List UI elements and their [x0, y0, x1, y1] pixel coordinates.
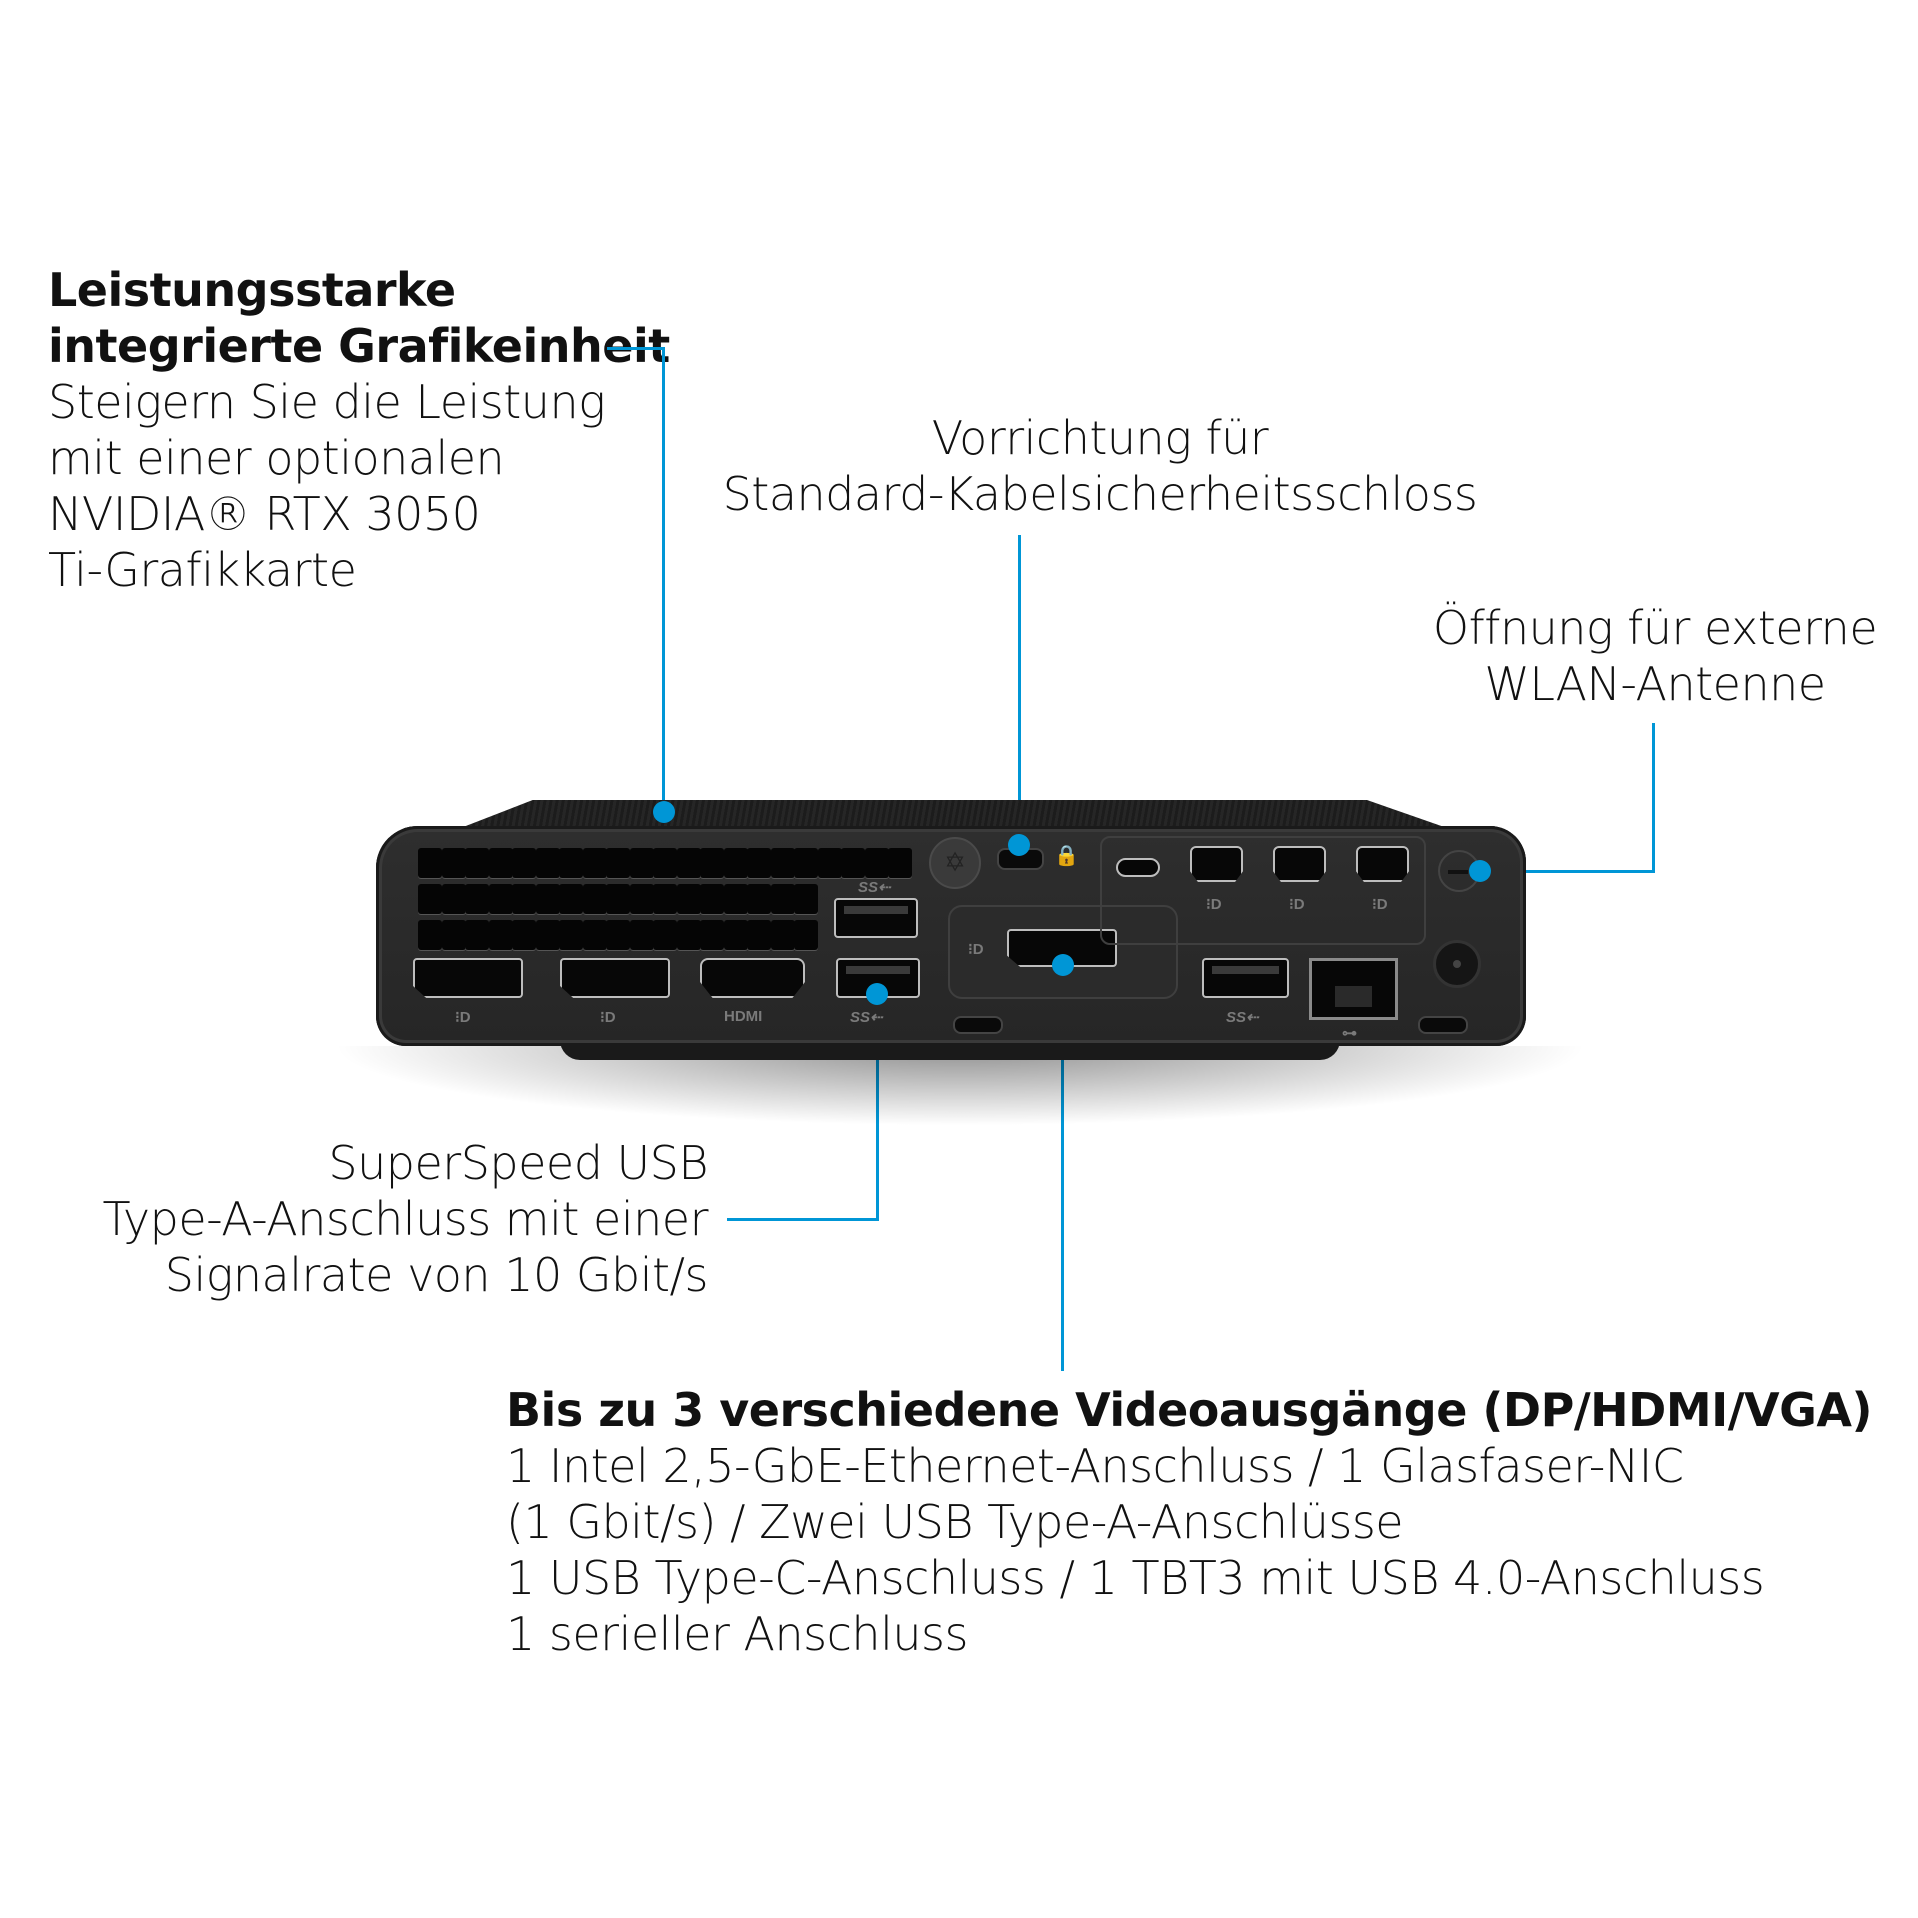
usb-line-3: Signalrate von 10 Gbit/s	[164, 1248, 709, 1302]
graphics-body-line-3: NVIDIA® RTX 3050	[48, 487, 481, 541]
dp-icon-mini-3: ⁝D	[1372, 896, 1388, 913]
leader-usb-v	[876, 995, 879, 1221]
lock-line-2: Standard-Kabelsicherheitsschloss	[722, 467, 1478, 521]
io-body-line-3: 1 USB Type-C-Anschluss / 1 TBT3 mit USB …	[506, 1551, 1765, 1605]
mini-displayport-3	[1356, 846, 1409, 882]
callout-dot-antenna	[1469, 860, 1491, 882]
usb-line-1: SuperSpeed USB	[328, 1136, 708, 1190]
ethernet-port	[1309, 958, 1398, 1020]
device-shadow	[330, 1046, 1590, 1126]
leader-antenna-h	[1488, 870, 1655, 873]
dp-icon-mini-2: ⁝D	[1289, 896, 1305, 913]
callout-dot-graphics	[653, 801, 675, 823]
callout-io: Bis zu 3 verschiedene Videoausgänge (DP/…	[506, 1382, 1873, 1662]
callout-dot-lock	[1008, 834, 1030, 856]
lock-icon: 🔒	[1054, 843, 1079, 867]
dp-icon-2: ⁝D	[600, 1009, 616, 1026]
ss-usb-icon-right: SS⇠	[1226, 1009, 1259, 1026]
dp-icon-module: ⁝D	[968, 941, 984, 958]
io-title: Bis zu 3 verschiedene Videoausgänge (DP/…	[506, 1383, 1873, 1437]
thumbscrew-icon: ✡	[929, 837, 981, 889]
hdmi-port	[700, 958, 805, 998]
callout-antenna: Öffnung für externe WLAN-Antenne	[1400, 600, 1910, 712]
usb-a-port-right	[1202, 958, 1289, 998]
usb-a-port-upper-left	[834, 898, 918, 938]
device-top-lid	[440, 800, 1470, 836]
bottom-slot-right	[1418, 1016, 1468, 1034]
ethernet-icon: ⊶	[1342, 1025, 1357, 1042]
hdmi-label: HDMI	[724, 1008, 763, 1025]
graphics-title-line-1: Leistungsstarke	[48, 263, 456, 317]
device-foot	[560, 1040, 1340, 1060]
bottom-slot-left	[953, 1016, 1003, 1034]
dc-power-jack	[1433, 940, 1481, 988]
leader-lock	[1018, 535, 1021, 845]
usb-line-2: Type-A-Anschluss mit einer	[102, 1192, 708, 1246]
antenna-line-1: Öffnung für externe	[1432, 601, 1878, 655]
leader-usb-h	[727, 1218, 879, 1221]
leader-graphics-h	[607, 347, 665, 350]
callout-dot-io	[1052, 954, 1074, 976]
io-body-line-4: 1 serieller Anschluss	[506, 1607, 968, 1661]
io-body-line-1: 1 Intel 2,5-GbE-Ethernet-Anschluss / 1 G…	[506, 1439, 1684, 1493]
ss-usb-icon-upper: SS⇠	[858, 879, 891, 896]
leader-antenna-v	[1652, 723, 1655, 873]
graphics-body-line-1: Steigern Sie die Leistung	[48, 375, 606, 429]
lock-line-1: Vorrichtung für	[931, 411, 1269, 465]
graphics-body-line-2: mit einer optionalen	[48, 431, 505, 485]
graphics-body-line-4: Ti-Grafikkarte	[48, 543, 357, 597]
io-body-line-2: (1 Gbit/s) / Zwei USB Type-A-Anschlüsse	[506, 1495, 1404, 1549]
leader-io	[1061, 966, 1064, 1371]
mini-displayport-2	[1273, 846, 1326, 882]
antenna-line-2: WLAN-Antenne	[1484, 657, 1826, 711]
callout-lock: Vorrichtung für Standard-Kabelsicherheit…	[700, 410, 1500, 522]
device-chassis	[376, 826, 1526, 1046]
graphics-title-line-2: integrierte Grafikeinheit	[48, 319, 670, 373]
callout-usb: SuperSpeed USB Type-A-Anschluss mit eine…	[60, 1135, 708, 1303]
displayport-1	[413, 958, 523, 998]
callout-dot-usb	[866, 983, 888, 1005]
dp-icon-1: ⁝D	[455, 1009, 471, 1026]
callout-graphics: Leistungsstarke integrierte Grafikeinhei…	[48, 262, 670, 598]
dp-icon-mini-1: ⁝D	[1206, 896, 1222, 913]
io-expansion-panel	[1100, 836, 1426, 945]
leader-graphics-v	[662, 347, 665, 812]
usb-c-port	[1116, 858, 1160, 877]
displayport-2	[560, 958, 670, 998]
mini-displayport-1	[1190, 846, 1243, 882]
